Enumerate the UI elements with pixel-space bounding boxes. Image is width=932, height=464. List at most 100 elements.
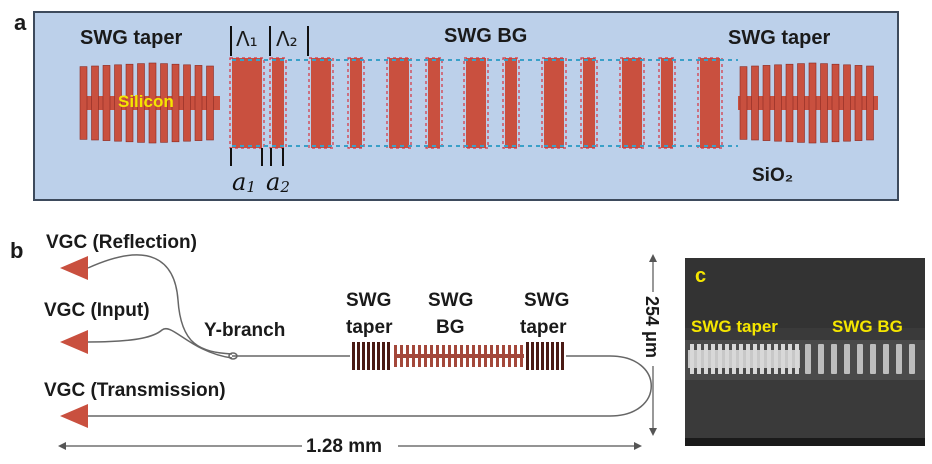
sem-grating-bar [870, 344, 876, 374]
right-taper-pattern [738, 62, 878, 144]
sem-upper-region [685, 258, 925, 328]
grating-narrow-segment [505, 58, 517, 148]
swg-bg-label-line1: SWG [428, 290, 473, 311]
device-taper-bar [387, 342, 390, 370]
grating-wide-segment [232, 58, 262, 148]
a1-label: a1 [232, 168, 256, 196]
sem-taper-tooth [739, 344, 743, 374]
right-taper-segment [854, 65, 863, 141]
transmission-loop-waveguide [88, 355, 652, 417]
grating-segment-outline [347, 57, 365, 149]
grating-segment-outline [386, 57, 412, 149]
sem-taper-body [688, 350, 800, 368]
sem-taper-tooth [774, 344, 778, 374]
sem-taper-tooth [753, 344, 757, 374]
sem-taper-tooth [725, 344, 729, 374]
sem-taper-tooth [788, 344, 792, 374]
device-taper-bar [551, 342, 554, 370]
right-taper-core [738, 96, 878, 110]
right-taper-segment [762, 65, 771, 141]
grating-segment-outline [502, 57, 520, 149]
sem-taper-tooth [718, 344, 722, 374]
left-taper-segment [160, 63, 168, 143]
sem-taper-tooth [795, 344, 799, 374]
right-taper-segment [831, 63, 840, 143]
grating-segment-outline [425, 57, 443, 149]
device-taper-bar [352, 342, 355, 370]
vgc-input-label: VGC (Input) [44, 300, 150, 321]
sem-grating-bar [857, 344, 863, 374]
device-taper-bar [531, 342, 534, 370]
height-arrow-top-icon [649, 254, 657, 262]
grating-segment-outline [580, 57, 598, 149]
right-taper-segment [774, 64, 782, 142]
width-dimension-label: 1.28 mm [306, 436, 382, 457]
grating-segment-outline [658, 57, 676, 149]
grating-wide-segment [466, 58, 486, 148]
sem-taper-tooth [732, 344, 736, 374]
left-taper-segment [137, 63, 145, 143]
height-label-backdrop [643, 292, 663, 366]
device-taper-bar [541, 342, 544, 370]
grating-wide-segment [622, 58, 642, 148]
grating-narrow-segment [661, 58, 673, 148]
reflection-waveguide [87, 254, 233, 355]
device-taper-bar [546, 342, 549, 370]
right-taper-segment [797, 63, 805, 143]
sem-taper-tooth [767, 344, 771, 374]
input-coupler-icon [60, 330, 88, 354]
sem-taper-label: SWG taper [691, 317, 778, 336]
silicon-label: Silicon [118, 92, 174, 111]
right-taper-segment [843, 64, 851, 142]
device-taper-bar [526, 342, 529, 370]
grating-narrow-segment [272, 58, 284, 148]
grating-segment-outline [463, 57, 489, 149]
right-taper-segment [820, 63, 828, 143]
device-taper-bar [372, 342, 375, 370]
period2-label: Λ₂ [276, 27, 298, 51]
panel-a: a Λ₁ Λ₂ a1 a2 SWG taper SWG BG SWG taper… [14, 10, 899, 201]
y-branch-junction [228, 352, 238, 360]
swg-taper-left-label-line2: taper [346, 317, 393, 338]
sem-taper-tooth [781, 344, 785, 374]
y-branch-label: Y-branch [204, 320, 285, 341]
sem-info-bar [685, 438, 925, 446]
sem-taper-tooth [746, 344, 750, 374]
vgc-reflection-label: VGC (Reflection) [46, 232, 197, 253]
sem-grating-bar [818, 344, 824, 374]
device-taper-bar [367, 342, 370, 370]
height-arrow-bottom-icon [649, 428, 657, 436]
vgc-transmission-label: VGC (Transmission) [44, 380, 226, 401]
right-taper-segment [751, 65, 759, 141]
grating-pattern [229, 57, 723, 149]
grating-wide-segment [544, 58, 564, 148]
sem-grating-bar [844, 344, 850, 374]
swg-taper-right-label-line1: SWG [524, 290, 569, 311]
sem-grating-bar [896, 344, 902, 374]
period1-label: Λ₁ [236, 27, 258, 51]
sem-taper-tooth [704, 344, 708, 374]
grating-segment-outline [269, 57, 287, 149]
grating-segment-outline [619, 57, 645, 149]
grating-label: SWG BG [444, 25, 527, 47]
grating-segment-outline [308, 57, 334, 149]
left-taper-segment [79, 66, 88, 140]
sem-bg-label: SWG BG [832, 317, 903, 336]
left-taper-pattern [79, 62, 220, 144]
panel-b-letter: b [10, 238, 23, 263]
panel-c-letter: c [695, 265, 706, 287]
sem-taper-tooth [690, 344, 694, 374]
left-taper-segment [148, 62, 157, 144]
right-taper-segment [808, 62, 817, 144]
device-taper-bar [362, 342, 365, 370]
device-taper-bar [536, 342, 539, 370]
height-dimension-label: 254 μm [642, 296, 662, 358]
left-taper-segment [114, 64, 122, 142]
device-taper-bar [382, 342, 385, 370]
sem-features [688, 344, 915, 374]
device-grating-core [394, 354, 524, 358]
left-taper-segment [206, 65, 214, 141]
width-label-backdrop [302, 434, 398, 458]
left-taper-segment [102, 65, 111, 141]
device-taper-bar [377, 342, 380, 370]
